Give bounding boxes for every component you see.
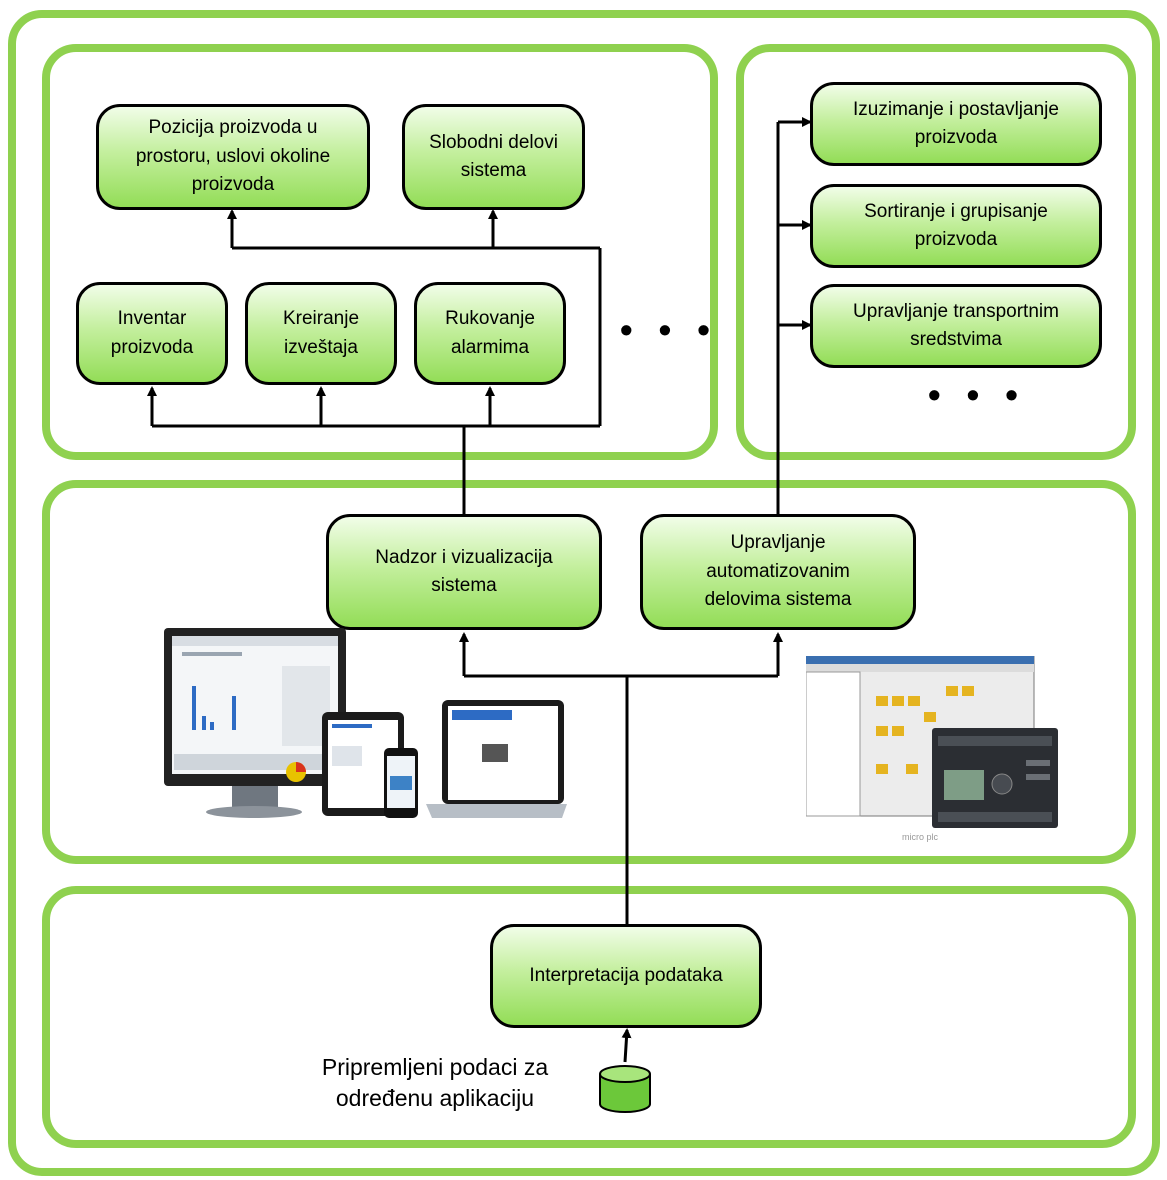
data-source-label: Pripremljeni podaci za određenu aplikaci… — [321, 1054, 549, 1112]
database-icon — [599, 1065, 651, 1113]
plc-caption: micro plc — [902, 832, 939, 842]
ellipsis-control: • • • — [928, 374, 1026, 415]
node-interpretacija: Interpretacija podataka — [490, 924, 762, 1028]
devices-illustration — [164, 628, 567, 818]
arrow-to-interpretacija — [621, 1028, 632, 1063]
ellipsis-monitoring: • • • — [620, 309, 718, 350]
plc-software-illustration: micro plc — [806, 656, 1058, 842]
